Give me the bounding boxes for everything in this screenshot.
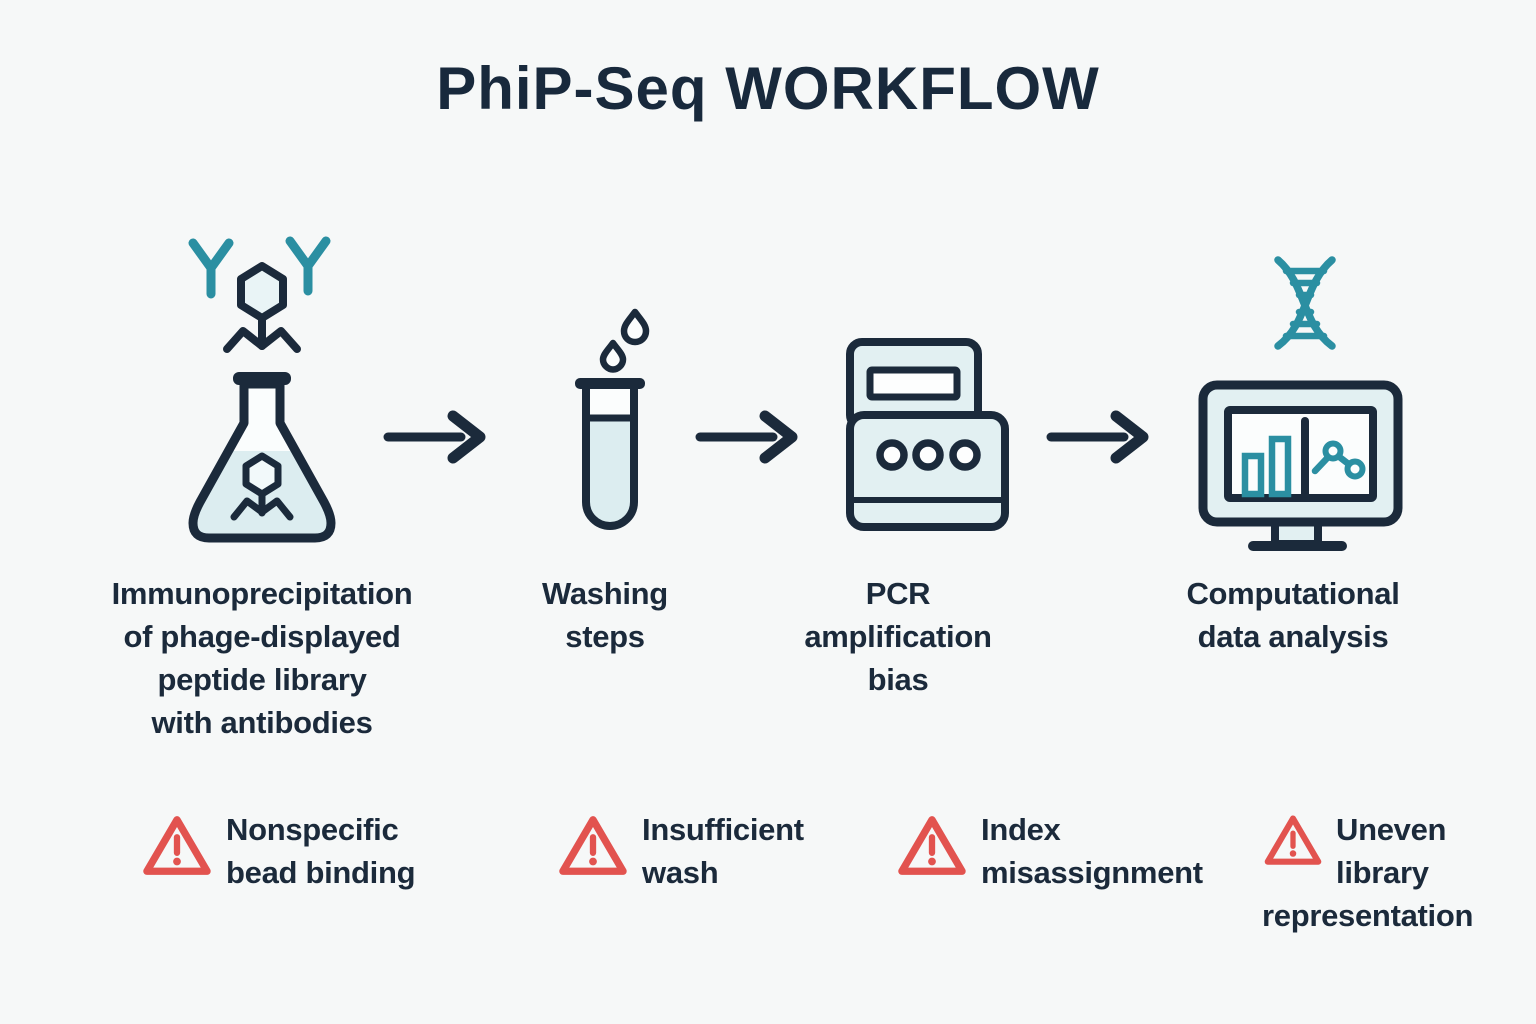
text-line: Nonspecific [226,812,399,847]
warning-text: Nonspecific bead binding [140,808,452,894]
text-line: peptide library [157,662,367,697]
arrow-right-icon [695,409,807,465]
text-line: steps [565,619,645,654]
warning-nonspecific-bead-binding: Nonspecific bead binding [140,808,452,894]
text-line: bead binding [226,855,416,890]
phage-in-flask-icon [230,452,294,521]
text-line: Insufficient [642,812,804,847]
flask-icon [188,372,336,543]
page-title: PhiP-Seq WORKFLOW [436,55,1100,122]
phage-icon [223,262,301,353]
flask-with-phage-and-antibodies-icon [150,230,340,545]
text-line: Computational [1186,576,1400,611]
text-line: PCR [865,576,931,611]
dna-helix-icon [1274,256,1336,350]
monitor-icon [1198,380,1403,551]
text-line: Uneven [1336,812,1447,847]
text-line: misassignment [981,855,1203,890]
warning-text: Insufficient wash [556,808,856,894]
step-caption-analysis: Computational data analysis [1128,572,1458,658]
warning-triangle-icon [895,812,969,880]
step-caption-immunoprecipitation: Immunoprecipitation of phage-displayed pep… [62,572,462,744]
warning-uneven-library-representation: Uneven library representation [1262,808,1514,937]
droplet-icons [599,308,650,373]
warning-text: Index misassignment [895,808,1240,894]
text-line: representation [1262,898,1474,933]
arrow-right-icon [383,409,495,465]
text-line: with antibodies [151,705,373,740]
text-line: amplification [804,619,992,654]
text-line: wash [642,855,719,890]
warning-insufficient-wash: Insufficient wash [556,808,856,894]
antibody-icons [188,236,331,299]
text-line: of phage-displayed [123,619,401,654]
text-line: bias [867,662,929,697]
text-line: Immunoprecipitation [111,576,413,611]
text-line: library [1336,855,1429,890]
arrow-right-icon [1046,409,1158,465]
bar-chart-icon [1241,435,1292,498]
monitor-with-chart-and-dna-icon [1190,240,1410,570]
warning-triangle-icon [556,812,630,880]
pcr-thermocycler-icon [840,330,1020,540]
test-tube-with-droplets-icon [540,290,720,550]
warning-triangle-icon [1262,812,1324,869]
warning-triangle-icon [140,812,214,880]
text-line: data analysis [1197,619,1389,654]
warning-text: Uneven library representation [1262,808,1514,937]
text-line: Index [981,812,1061,847]
pcr-buttons [876,439,981,471]
warning-index-misassignment: Index misassignment [895,808,1240,894]
step-caption-washing: Washing steps [475,572,735,658]
text-line: Washing [542,576,668,611]
step-caption-pcr: PCR amplification bias [748,572,1048,701]
